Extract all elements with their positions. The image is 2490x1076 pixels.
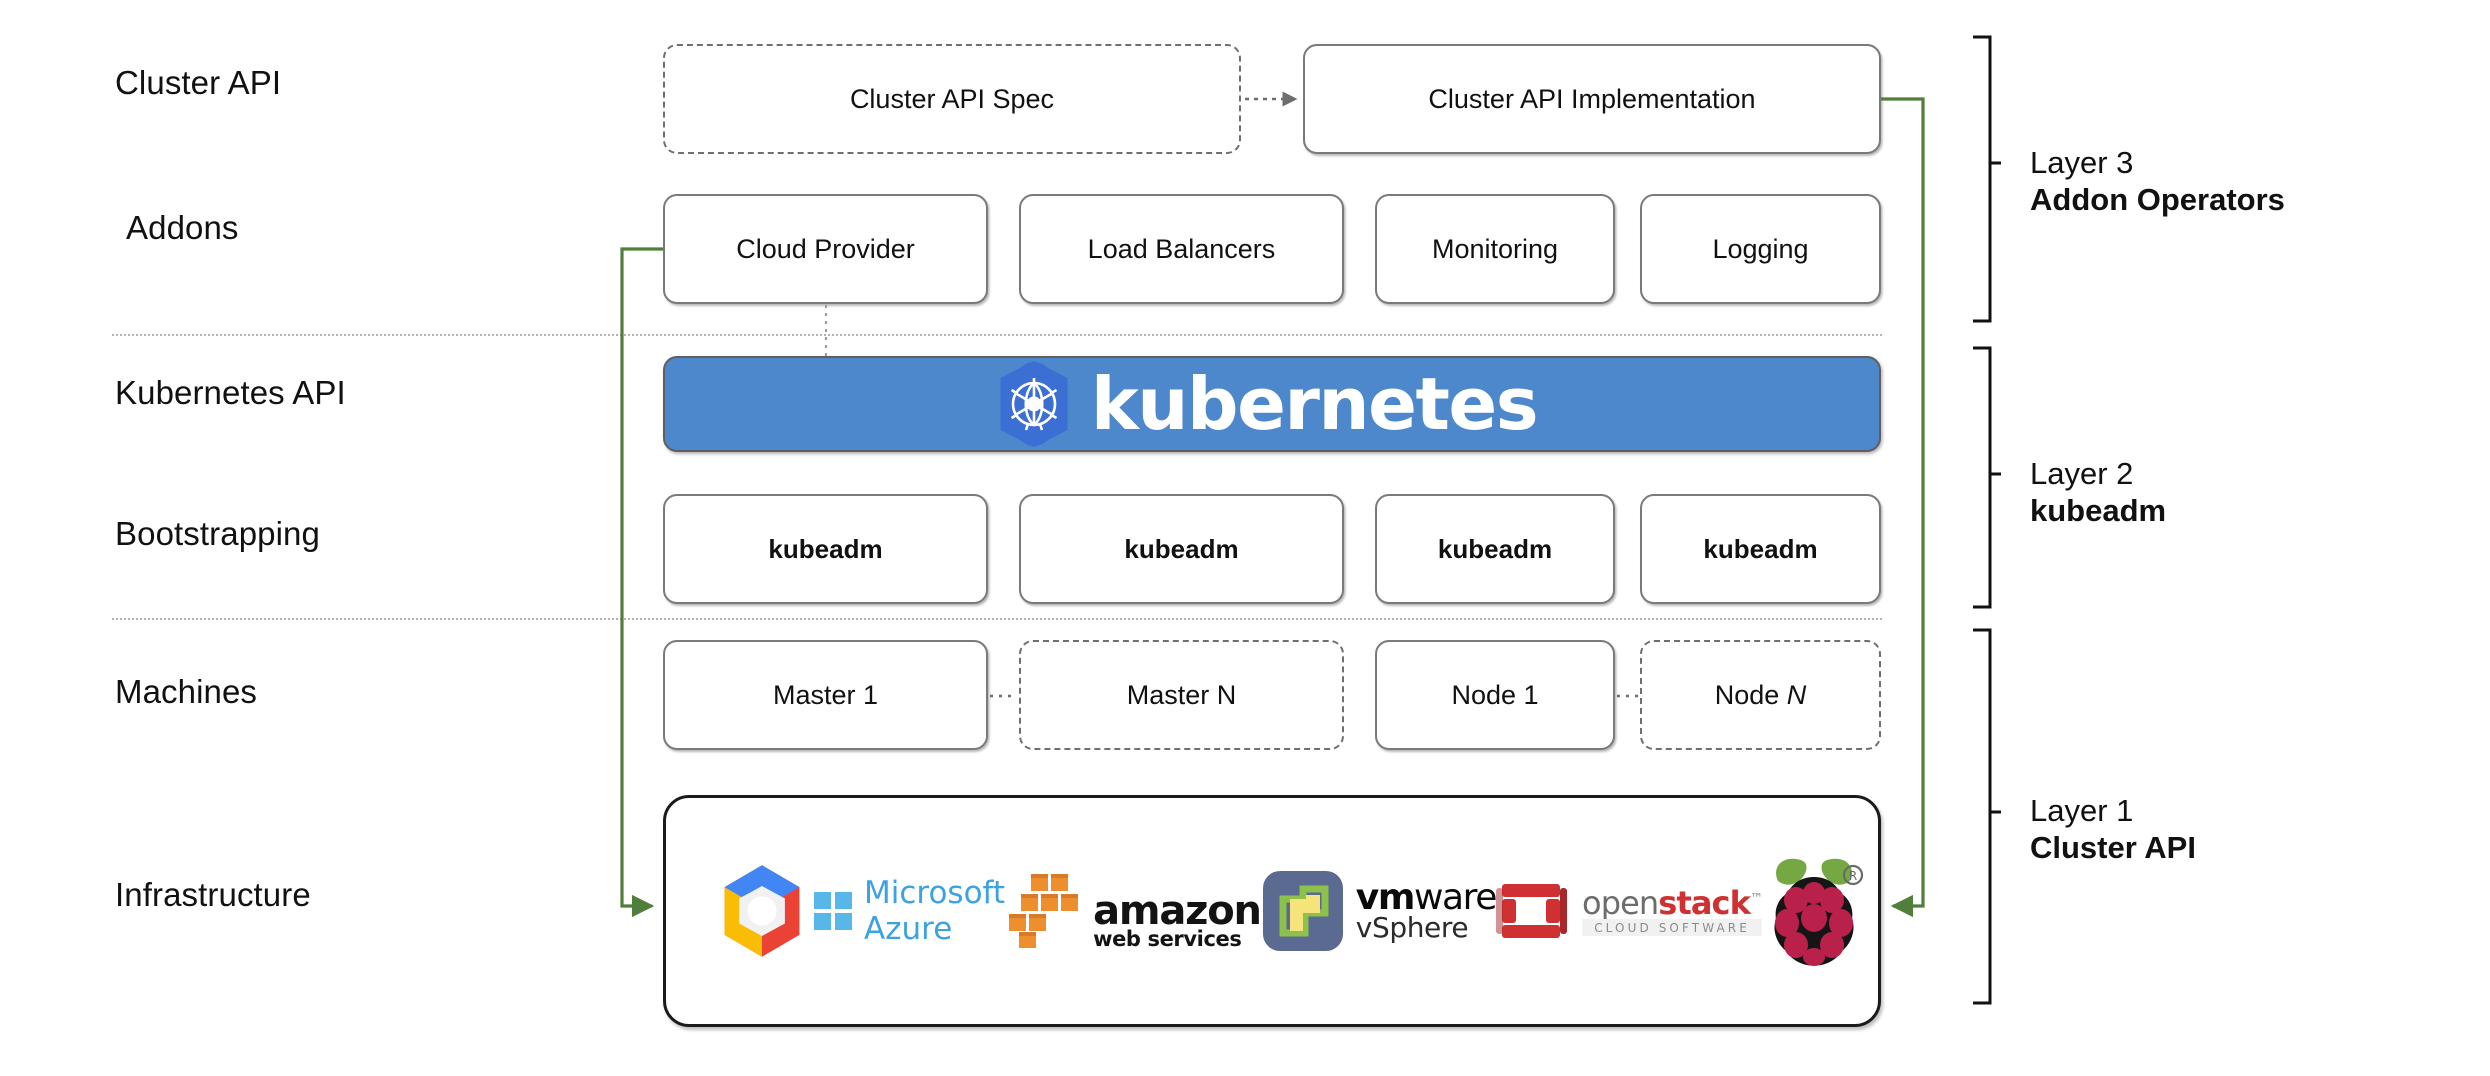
- layer-1-bracket: [1973, 628, 2001, 1005]
- svg-text:R: R: [1849, 869, 1857, 883]
- addon-box-load-balancers[interactable]: Load Balancers: [1019, 194, 1344, 304]
- amazon-web-services-logo: amazon web services: [1005, 872, 1262, 952]
- layer-3-bracket: [1973, 35, 2001, 323]
- addon-label: Logging: [1712, 233, 1809, 264]
- layer-2-bracket: [1973, 346, 2001, 609]
- machine-box-master-n[interactable]: Master N: [1019, 640, 1344, 750]
- addon-label: Load Balancers: [1087, 233, 1276, 264]
- addon-box-logging[interactable]: Logging: [1640, 194, 1881, 304]
- vsphere-icon: [1262, 871, 1343, 951]
- row-label-kubernetes-api: Kubernetes API: [115, 374, 346, 411]
- raspberry-pi-logo: R: [1762, 853, 1866, 969]
- addon-box-cloud-provider[interactable]: Cloud Provider: [663, 194, 988, 304]
- layer-1-name: Cluster API: [2030, 829, 2196, 865]
- cluster-api-spec-label: Cluster API Spec: [849, 83, 1055, 114]
- azure-wordmark: Microsoft Azure: [864, 875, 1006, 947]
- row-label-machines: Machines: [115, 673, 258, 710]
- row-label-cluster-api: Cluster API: [115, 64, 282, 101]
- machine-label: Master 1: [772, 679, 879, 710]
- openstack-icon: [1496, 884, 1568, 938]
- cloud-provider-to-infrastructure-arrow: [620, 247, 663, 918]
- openstack-wordmark: openstack™: [1582, 883, 1763, 922]
- bootstrap-label: kubeadm: [1124, 533, 1239, 564]
- bootstrap-box-2[interactable]: kubeadm: [1019, 494, 1344, 604]
- vmware-vsphere-logo: vmware vSphere: [1261, 869, 1498, 953]
- openstack-tagline: CLOUD SOFTWARE: [1582, 918, 1763, 936]
- amazon-wordmark: amazon: [1093, 888, 1262, 935]
- kubernetes-helm-icon: [995, 360, 1073, 448]
- cluster-api-implementation-label: Cluster API Implementation: [1428, 83, 1756, 114]
- addon-label: Cloud Provider: [736, 233, 915, 264]
- row-label-addons: Addons: [126, 209, 239, 246]
- windows-icon: [814, 892, 852, 930]
- bootstrap-label: kubeadm: [1703, 533, 1818, 564]
- separator-layer3-layer2: [112, 334, 1882, 336]
- layer-3-label: Layer 3 Addon Operators: [2030, 145, 2285, 218]
- microsoft-azure-logo: Microsoft Azure: [814, 875, 1005, 947]
- layer-1-label: Layer 1 Cluster API: [2030, 793, 2196, 866]
- vsphere-wordmark: vSphere: [1355, 910, 1469, 944]
- addon-box-monitoring[interactable]: Monitoring: [1375, 194, 1615, 304]
- implementation-to-infrastructure-arrow: [1881, 97, 1925, 918]
- row-label-infrastructure: Infrastructure: [115, 876, 311, 913]
- bootstrap-box-3[interactable]: kubeadm: [1375, 494, 1615, 604]
- row-label-bootstrapping: Bootstrapping: [115, 515, 320, 552]
- machine-box-master-1[interactable]: Master 1: [663, 640, 988, 750]
- aws-cubes-icon: [1009, 874, 1079, 948]
- layer-2-number: Layer 2: [2030, 456, 2134, 491]
- layer-3-name: Addon Operators: [2030, 181, 2285, 217]
- addon-label: Monitoring: [1431, 233, 1559, 264]
- bootstrap-label: kubeadm: [1437, 533, 1553, 564]
- cluster-api-implementation-box[interactable]: Cluster API Implementation: [1303, 44, 1881, 154]
- google-cloud-logo: [710, 859, 814, 963]
- machine-label: Node N: [1714, 679, 1807, 710]
- separator-layer2-layer1: [112, 618, 1882, 620]
- infrastructure-box[interactable]: Microsoft Azure amazon: [663, 795, 1881, 1027]
- bootstrap-box-1[interactable]: kubeadm: [663, 494, 988, 604]
- layer-2-name: kubeadm: [2030, 492, 2167, 528]
- machine-box-node-1[interactable]: Node 1: [1375, 640, 1615, 750]
- bootstrap-label: kubeadm: [768, 533, 883, 564]
- cluster-api-spec-box[interactable]: Cluster API Spec: [663, 44, 1241, 154]
- layer-1-number: Layer 1: [2030, 793, 2134, 828]
- layer-2-label: Layer 2 kubeadm: [2030, 456, 2166, 529]
- kubernetes-wordmark: kubernetes: [1090, 362, 1539, 446]
- web-services-wordmark: web services: [1093, 927, 1242, 952]
- layer-3-number: Layer 3: [2030, 145, 2134, 180]
- machine-label: Master N: [1126, 679, 1237, 710]
- kubernetes-banner[interactable]: kubernetes: [663, 356, 1881, 452]
- bootstrap-box-4[interactable]: kubeadm: [1640, 494, 1881, 604]
- machine-label: Node 1: [1451, 679, 1539, 710]
- openstack-logo: openstack™ CLOUD SOFTWARE: [1496, 880, 1763, 942]
- vmware-wordmark: vmware: [1355, 876, 1498, 918]
- machine-box-node-n[interactable]: Node N: [1640, 640, 1881, 750]
